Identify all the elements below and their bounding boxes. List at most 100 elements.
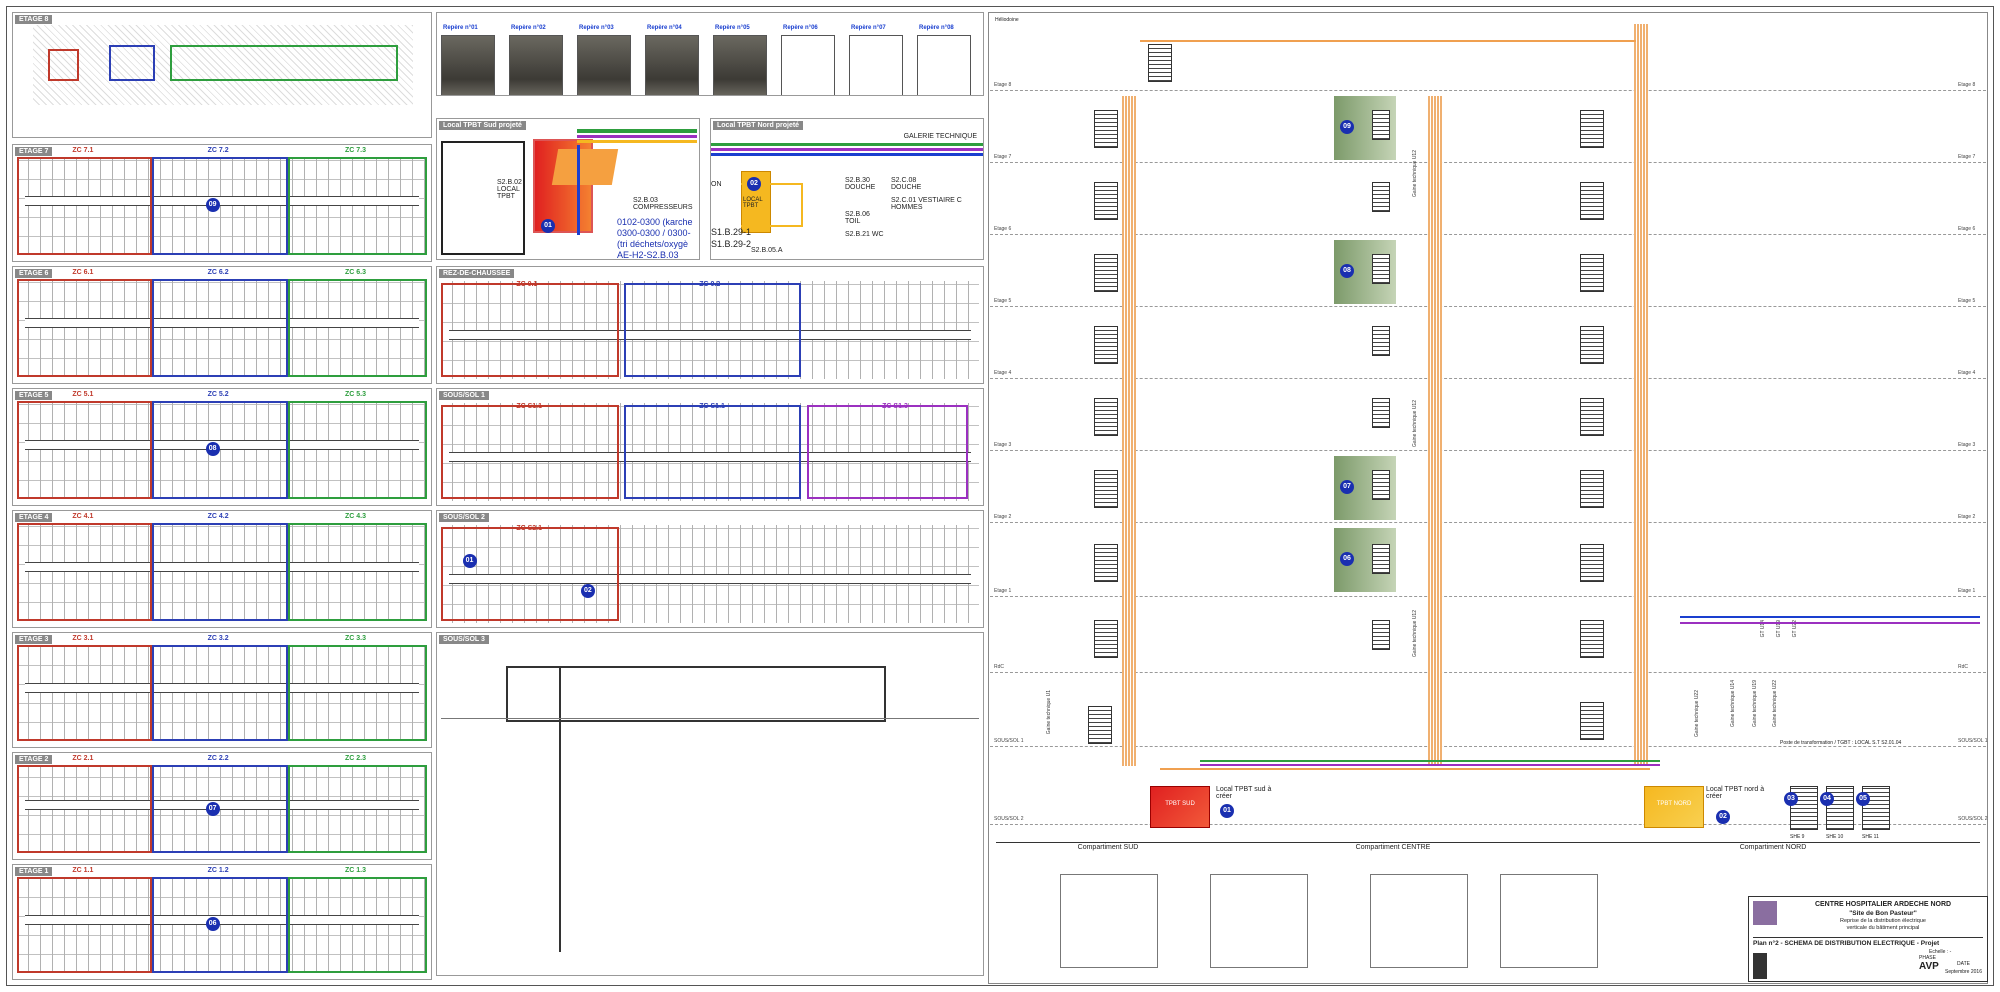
zone-box [287, 765, 427, 853]
floor-label: ETAGE 8 [15, 15, 53, 24]
gaine-label: Gaine technique U12 [1412, 150, 1418, 197]
room-douche-1: S2.B.30 DOUCHE [845, 177, 876, 191]
local-nord-caption: Local TPBT nord à créer [1706, 786, 1765, 800]
yellow-cable [577, 140, 697, 143]
cabinet-sud [1094, 620, 1118, 658]
zone-label: ZC 6.3 [345, 269, 367, 276]
feeder-bottom-3 [1200, 764, 1660, 766]
zone-label: ZC S1.1 [699, 403, 725, 410]
corridor [449, 452, 971, 462]
plan-badge: 01 [462, 554, 477, 569]
network-line: 0102-0300 (karche [617, 217, 693, 227]
detail-3 [1370, 874, 1468, 968]
floor-line [990, 824, 1986, 825]
cabinet-nord [1580, 620, 1604, 658]
zone-box [17, 401, 153, 499]
corridor [25, 318, 419, 329]
gaine-label: Gaine technique U22 [1772, 680, 1778, 727]
feeder-nord-purple [1680, 622, 1980, 624]
floor-label-right: Etage 1 [1958, 588, 1976, 594]
corridor [25, 800, 419, 811]
floor-line [990, 162, 1986, 163]
cabinet-sud [1094, 254, 1118, 292]
green-cable [577, 129, 697, 133]
cabinet-sud [1094, 182, 1118, 220]
zone-box [287, 157, 427, 255]
zone-box [806, 405, 969, 499]
cabinet-centre [1372, 620, 1390, 650]
cable-tray [551, 149, 619, 185]
floor-line [990, 746, 1986, 747]
floor-label-left: Etage 2 [994, 514, 1012, 520]
zone-label: ZC 3.3 [345, 635, 367, 642]
floor-label: ETAGE 1 [15, 867, 53, 876]
cabinet-centre [1372, 254, 1390, 284]
feeder-bottom-1 [1160, 768, 1650, 770]
repere-heading: Repère n°06 [783, 25, 818, 31]
floor-line [990, 306, 1986, 307]
schema-badge-sud: 01 [1220, 804, 1234, 818]
floor-badge: 07 [205, 801, 220, 816]
floor-label-right: Etage 2 [1958, 514, 1976, 520]
cabinet-ss1 [1088, 706, 1112, 744]
shaft [559, 666, 562, 952]
zone-label: ZC S2.1 [516, 525, 542, 532]
zone-box [109, 45, 155, 81]
compartment-line [1566, 842, 1980, 843]
zone-box [287, 645, 427, 741]
floor-line [990, 378, 1986, 379]
floor-label-right: Etage 8 [1958, 82, 1976, 88]
line [441, 718, 979, 720]
detail-4 [1500, 874, 1598, 968]
purple-cable [577, 135, 697, 138]
floor-label: ETAGE 3 [15, 635, 53, 644]
tag-s1b29-2: S1.B.29-2 [711, 239, 752, 249]
network-line: (tri déchets/oxygè [617, 239, 689, 249]
repere-heading: Repère n°01 [443, 25, 478, 31]
floor-label-left: Etage 3 [994, 442, 1012, 448]
corridor [25, 196, 419, 207]
repere-photo [917, 35, 971, 95]
phase-value: AVP [1919, 961, 1939, 972]
room-vestiaire: S2.C.01 VESTIAIRE C HOMMES [891, 197, 962, 211]
badge-local-nord: 02 [747, 177, 761, 191]
floor-label-right: Etage 7 [1958, 154, 1976, 160]
floor-label-right: SOUS/SOL 1 [1958, 738, 1988, 744]
zone-box [152, 765, 288, 853]
floor-line [990, 90, 1986, 91]
busbar-nord [1634, 24, 1648, 766]
zone-label: ZC 6.1 [72, 269, 94, 276]
wall [441, 141, 525, 255]
zone-label: ZC 2.3 [345, 755, 367, 762]
green-cable [711, 143, 983, 146]
corridor [449, 574, 971, 584]
feeder-nord-blue [1680, 616, 1980, 618]
plan-body [441, 647, 979, 971]
network-line: AE-H2-S2.B.03 [617, 250, 679, 260]
blue-cable [577, 145, 580, 235]
plan-body [33, 25, 413, 105]
title-block: CENTRE HOSPITALIER ARDECHE NORD "Site de… [1748, 896, 1988, 982]
room-wc: S2.B.21 WC [845, 231, 884, 238]
cabinet-nord [1580, 398, 1604, 436]
floor-label: ETAGE 2 [15, 755, 53, 764]
floor-badge: 08 [205, 442, 220, 457]
cabinet-sud [1094, 110, 1118, 148]
repere-photo [441, 35, 495, 95]
floor-plan-1: ETAGE 8 [12, 12, 432, 138]
zone-label: ZC 2.2 [207, 755, 229, 762]
compartment-label: Compartiment CENTRE [1355, 844, 1431, 851]
top-feeder [1140, 40, 1636, 42]
zone-box [441, 527, 619, 621]
floor-label: ETAGE 5 [15, 391, 53, 400]
logo [1753, 901, 1777, 925]
